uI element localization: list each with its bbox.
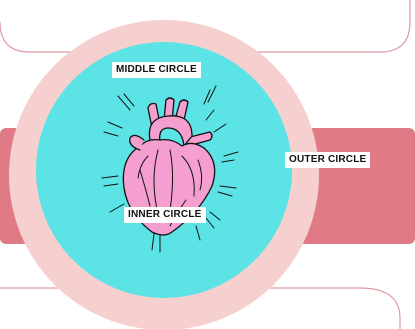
label-inner-circle: INNER CIRCLE: [124, 207, 206, 223]
label-outer-circle: OUTER CIRCLE: [285, 152, 370, 168]
label-middle-circle: MIDDLE CIRCLE: [112, 62, 201, 78]
